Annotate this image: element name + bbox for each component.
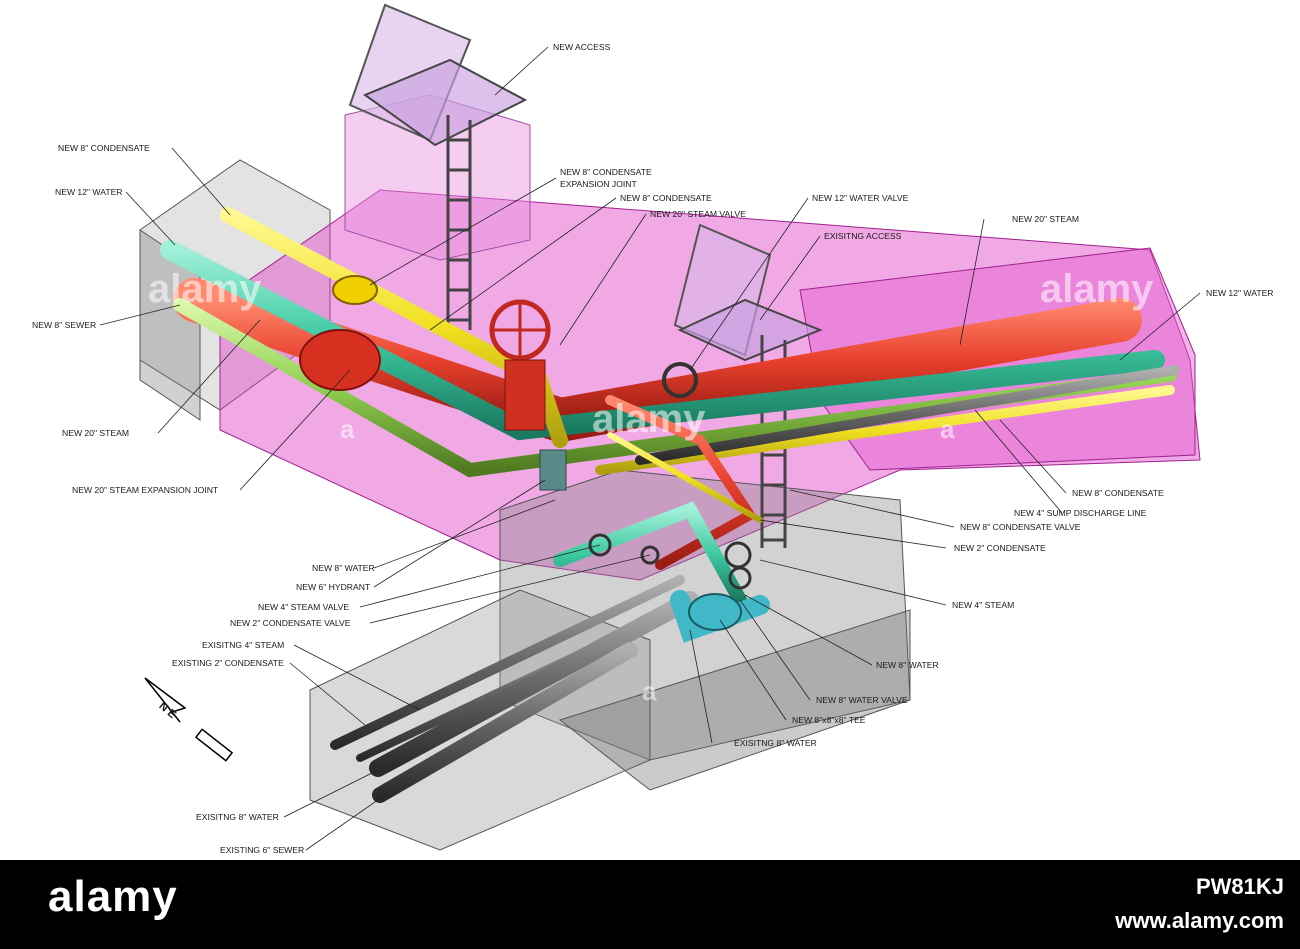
new-8-condensate-expansion-joint — [332, 275, 378, 305]
north-arrow-icon — [144, 677, 187, 723]
label-new-8x8x8-tee: NEW 8"x8"x8" TEE — [792, 715, 866, 725]
label-new-8-condensate-mid: NEW 8" CONDENSATE — [620, 193, 712, 203]
label-new-8-condensate-expansion-joint-2: EXPANSION JOINT — [560, 179, 637, 189]
lower-gray-floor — [558, 609, 911, 791]
label-existing-6-sewer: EXISTING 6" SEWER — [220, 845, 304, 855]
label-new-4-sump-discharge-line: NEW 4" SUMP DISCHARGE LINE — [1014, 508, 1147, 518]
new-4-sump-discharge-pipe — [635, 365, 1180, 465]
label-new-12-water-valve: NEW 12" WATER VALVE — [812, 193, 909, 203]
stock-footer-bar: alamy PW81KJ www.alamy.com — [0, 860, 1300, 949]
watermark-3: alamy — [1040, 267, 1154, 311]
new-6-hydrant — [539, 449, 567, 491]
watermark-5: a — [940, 414, 955, 444]
new-8-water-branch — [553, 501, 747, 607]
label-new-8-condensate-left: NEW 8" CONDENSATE — [58, 143, 150, 153]
north-arrow: N E — [144, 677, 234, 762]
new-2-condensate-pipe — [607, 432, 763, 523]
image-id: PW81KJ — [1195, 874, 1284, 899]
label-new-4-steam-valve: NEW 4" STEAM VALVE — [258, 602, 349, 612]
label-new-12-water-left: NEW 12" WATER — [55, 187, 123, 197]
new-2-condensate-valve — [640, 545, 660, 565]
label-new-12-water-right: NEW 12" WATER — [1206, 288, 1274, 298]
label-new-6-hydrant: NEW 6" HYDRANT — [296, 582, 371, 592]
new-20-steam-expansion-joint — [299, 329, 381, 391]
label-exisitng-8-water-left: EXISITNG 8" WATER — [196, 812, 279, 822]
label-new-8-water-left: NEW 8" WATER — [312, 563, 375, 573]
label-exisitng-4-steam: EXISITNG 4" STEAM — [202, 640, 284, 650]
leader-lines — [99, 46, 1201, 851]
existing-access-hatch-frame — [677, 298, 823, 362]
label-new-8-water-right: NEW 8" WATER — [876, 660, 939, 670]
label-new-8-sewer: NEW 8" SEWER — [32, 320, 96, 330]
label-exisitng-access: EXISITNG ACCESS — [824, 231, 902, 241]
new-8-water-valve — [728, 566, 752, 590]
label-new-8-water-valve: NEW 8" WATER VALVE — [816, 695, 908, 705]
label-new-2-condensate-valve: NEW 2" CONDENSATE VALVE — [230, 618, 351, 628]
watermark-1: alamy — [148, 267, 262, 311]
label-new-4-steam: NEW 4" STEAM — [952, 600, 1014, 610]
access-hatches — [348, 3, 823, 362]
new-access-hatch-frame — [362, 58, 528, 147]
stock-url: www.alamy.com — [1115, 908, 1284, 933]
label-new-8-condensate-expansion-joint-1: NEW 8" CONDENSATE — [560, 167, 652, 177]
watermark-2: alamy — [592, 397, 706, 441]
new-4-steam-valve — [588, 533, 612, 557]
label-new-20-steam-left: NEW 20" STEAM — [62, 428, 129, 438]
utility-vault-isometric-diagram: N E NEW ACCESS NEW 8" — [32, 3, 1274, 855]
label-existing-2-condensate: EXISTING 2" CONDENSATE — [172, 658, 284, 668]
existing-6-sewer-pipe — [372, 642, 638, 803]
existing-4-steam-pipe — [330, 575, 685, 750]
watermark-6: a — [642, 676, 657, 706]
label-new-access: NEW ACCESS — [553, 42, 611, 52]
label-new-20-steam-valve: NEW 20" STEAM VALVE — [650, 209, 746, 219]
existing-8-water-pipe — [369, 591, 699, 777]
label-new-8-condensate-right: NEW 8" CONDENSATE — [1072, 488, 1164, 498]
label-new-2-condensate: NEW 2" CONDENSATE — [954, 543, 1046, 553]
valves-and-joints — [299, 275, 752, 631]
new-20-steam-valve-body — [504, 359, 546, 431]
watermark-4: a — [340, 414, 355, 444]
label-new-20-steam-right: NEW 20" STEAM — [1012, 214, 1079, 224]
callout-labels: NEW ACCESS NEW 8" CONDENSATE NEW 8" COND… — [32, 42, 1274, 855]
watermarks: alamy alamy alamy a a a — [148, 267, 1154, 706]
new-12-water-valve-handwheel — [662, 362, 698, 398]
label-exisitng-8-water-lower: EXISITNG 8" WATER — [734, 738, 817, 748]
new-8x8x8-tee — [688, 593, 742, 631]
new-8-condensate-right-pipe — [595, 385, 1175, 475]
label-new-8-condensate-valve: NEW 8" CONDENSATE VALVE — [960, 522, 1081, 532]
stock-logo: alamy — [48, 872, 178, 921]
label-new-20-steam-expansion-joint: NEW 20" STEAM EXPANSION JOINT — [72, 485, 219, 495]
